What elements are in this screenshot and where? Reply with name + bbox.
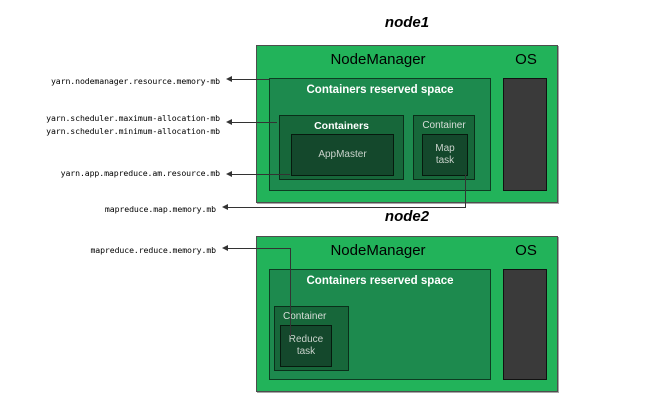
connector-line-reduce-memory-vertical xyxy=(290,248,291,336)
node1-reserved-label: Containers reserved space xyxy=(306,84,454,96)
property-label-reduce-memory: mapreduce.reduce.memory.mb xyxy=(90,245,216,255)
connector-line-reduce-memory-horizontal xyxy=(228,248,290,249)
connector-line-scheduler-alloc xyxy=(232,122,277,123)
node1-container: NodeManager OS Containers reserved space… xyxy=(256,45,558,203)
connector-arrow-scheduler-alloc xyxy=(226,119,232,125)
node2-os-label: OS xyxy=(515,242,537,259)
connector-line-am-resource xyxy=(232,174,290,175)
node1-nodemanager-label: NodeManager xyxy=(330,51,426,68)
node2-reduce-task-label-line2: task xyxy=(296,346,316,357)
node2-reserved-label: Containers reserved space xyxy=(306,275,454,287)
node1-container-box: Container Map task xyxy=(413,115,475,180)
connector-arrow-reduce-memory xyxy=(222,245,228,251)
node1-containers-group: Containers AppMaster xyxy=(279,115,404,180)
node1-map-task-label-line2: task xyxy=(435,155,455,166)
connector-arrow-nm-resource xyxy=(226,76,232,82)
node1-os-box xyxy=(503,78,547,191)
node2-reduce-task-box: Reduce task xyxy=(280,325,332,367)
property-label-scheduler-maximum-allocation: yarn.scheduler.maximum-allocation-mb xyxy=(46,113,220,123)
node2-container-label: Container xyxy=(283,311,327,322)
property-label-am-resource: yarn.app.mapreduce.am.resource.mb xyxy=(60,168,220,178)
node1-map-task-label-line1: Map xyxy=(435,143,455,154)
node1-os-label: OS xyxy=(515,51,537,68)
node2-reserved-space: Containers reserved space Container Redu… xyxy=(269,269,491,380)
node2-reduce-task-label-line1: Reduce xyxy=(288,334,324,345)
connector-drop-nm-resource xyxy=(268,79,269,80)
property-label-map-memory: mapreduce.map.memory.mb xyxy=(104,204,216,214)
connector-line-map-memory-horizontal xyxy=(228,207,465,208)
node2-container: NodeManager OS Containers reserved space… xyxy=(256,236,558,392)
node2-container-box: Container Reduce task xyxy=(274,306,349,371)
node1-container-label: Container xyxy=(422,120,466,131)
node2-title: node2 xyxy=(384,208,430,225)
node2-nodemanager-label: NodeManager xyxy=(330,242,426,259)
node1-appmaster-box: AppMaster xyxy=(291,134,394,176)
node2-os-box xyxy=(503,269,547,380)
property-label-nodemanager-resource-memory: yarn.nodemanager.resource.memory-mb xyxy=(50,76,220,86)
node1-title: node1 xyxy=(384,14,430,31)
node1-map-task-box: Map task xyxy=(422,134,468,176)
property-label-scheduler-minimum-allocation: yarn.scheduler.minimum-allocation-mb xyxy=(46,126,220,136)
node1-appmaster-label: AppMaster xyxy=(318,149,367,160)
connector-arrow-am-resource xyxy=(226,171,232,177)
connector-line-nm-resource xyxy=(232,79,268,80)
connector-arrow-map-memory xyxy=(222,204,228,210)
node1-containers-group-label: Containers xyxy=(314,120,369,132)
node1-reserved-space: Containers reserved space Containers App… xyxy=(269,78,491,191)
connector-line-map-memory-vertical xyxy=(465,174,466,208)
